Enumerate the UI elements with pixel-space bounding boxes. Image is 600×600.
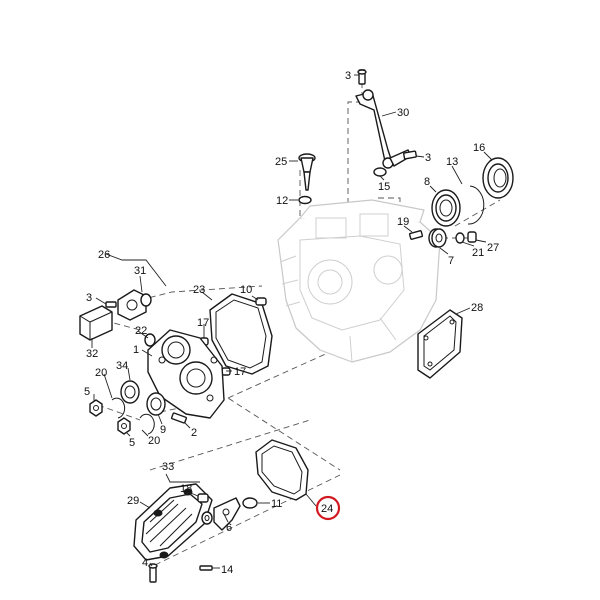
dipstick-25 [298,153,316,191]
callout-14: 14 [221,564,233,576]
bolt-18 [197,493,209,503]
plate-26 [117,289,147,321]
washer-15 [373,167,387,177]
bearing-8 [431,189,461,227]
callout-24: 24 [321,503,333,515]
o-ring-12 [298,195,312,205]
callout-12: 12 [276,195,288,207]
bearing-9 [146,392,166,416]
plug-27 [467,231,477,243]
callout-16: 16 [473,142,485,154]
callout-25: 25 [275,156,287,168]
callout-5-lower: 5 [129,437,135,449]
washer-part-33 [201,511,213,525]
pin-14 [199,565,213,571]
gasket-24 [255,439,309,501]
bolt-19 [408,230,424,240]
callout-32: 32 [86,348,98,360]
seal-22 [144,333,156,347]
callout-3-right: 3 [425,152,431,164]
callout-31: 31 [134,265,146,277]
callout-10: 10 [240,284,252,296]
callout-20-upper: 20 [95,367,107,379]
ring-20-upper [111,397,126,419]
highlight-circle [315,495,341,521]
callout-1: 1 [133,344,139,356]
snap-ring-13 [467,185,485,225]
callout-21: 21 [472,247,484,259]
callout-11: 11 [271,498,282,510]
screw-4 [148,563,158,583]
screw-3-left [105,301,117,308]
callout-23: 23 [193,284,205,296]
o-ring-31 [140,293,152,307]
callout-labels: 3 30 3 25 13 16 15 12 8 19 27 21 7 26 31… [84,70,499,576]
nut-5-upper [89,399,103,417]
washer-21 [455,232,465,244]
callout-6: 6 [226,522,232,534]
crankcase-housing [277,199,441,363]
bearing-34 [120,380,140,404]
callout-15: 15 [378,181,390,193]
callout-13: 13 [446,156,458,168]
callout-26: 26 [98,249,110,261]
callout-4: 4 [142,557,148,569]
gasket-23 [209,293,273,375]
callout-9: 9 [160,424,166,436]
cover-29 [133,483,213,561]
callout-19: 19 [397,216,409,228]
callout-3-top: 3 [345,70,351,82]
callout-17-lower: 17 [234,366,246,378]
callout-2: 2 [191,427,197,439]
callout-33: 33 [162,461,174,473]
callout-3-left: 3 [86,292,92,304]
cover-32 [79,305,113,341]
gasket-28 [417,309,463,379]
nut-5-lower [117,417,131,435]
callout-20-lower: 20 [148,435,160,447]
callout-7: 7 [448,255,454,267]
callout-28: 28 [471,302,483,314]
bolt-2 [170,412,188,424]
callout-27: 27 [487,242,499,254]
callout-8: 8 [424,176,430,188]
seal-16 [482,157,514,199]
callout-34: 34 [116,360,128,372]
o-ring-11 [242,497,258,509]
callout-30: 30 [397,107,409,119]
shift-lever-30 [355,89,412,169]
leader-lines [91,74,493,569]
callout-18: 18 [180,483,192,495]
callout-29: 29 [127,495,139,507]
callout-5-upper: 5 [84,386,90,398]
primary-housing-1 [147,329,225,419]
ring-20-lower [139,413,155,435]
lever-6 [213,497,241,531]
screw-3-top [357,69,367,85]
callout-22: 22 [135,325,147,337]
callout-17-upper: 17 [197,317,209,329]
dowel-10 [255,297,267,306]
bushing-7 [428,228,447,248]
dowel-17-lower [221,367,231,376]
screw-3-right [403,150,417,160]
